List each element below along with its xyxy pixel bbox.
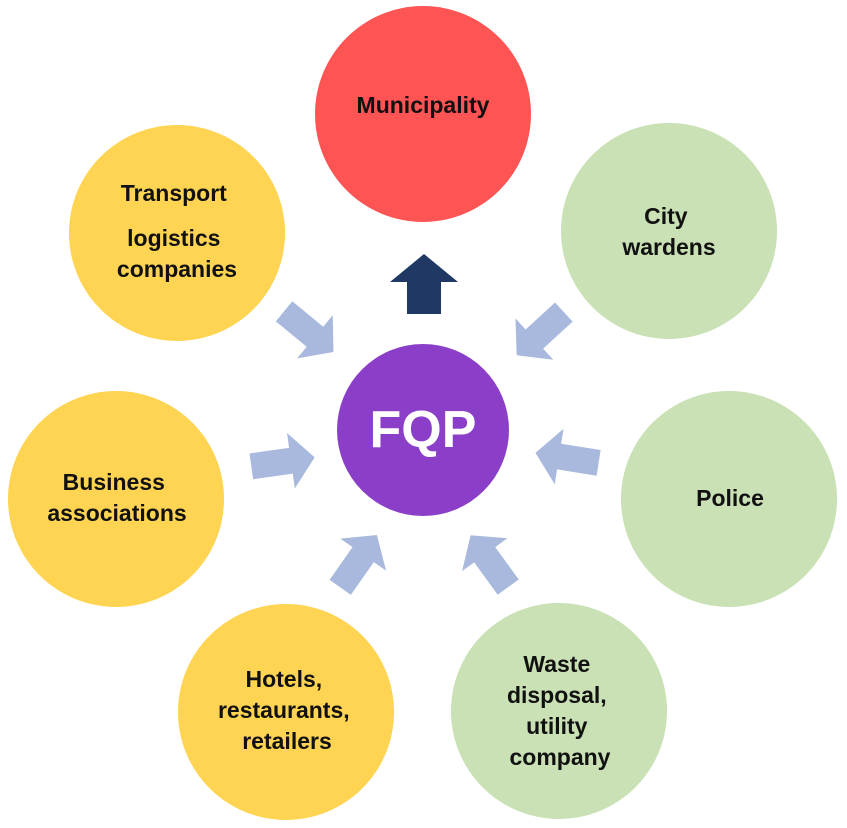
arrow-from-business	[249, 433, 315, 489]
node-business-label: Business associations	[47, 469, 186, 526]
node-city-wardens-label: City wardens	[621, 203, 715, 260]
arrow-from-city-wardens	[515, 302, 573, 360]
node-municipality: Municipality	[315, 6, 531, 222]
center-circle	[337, 344, 509, 516]
arrow-from-waste	[462, 535, 519, 595]
node-city-wardens: City wardens	[561, 123, 777, 339]
node-police-circle	[621, 391, 837, 607]
node-transport-circle	[69, 125, 285, 341]
arrow-from-hotels	[329, 534, 387, 595]
center-label: FQP	[370, 401, 477, 459]
node-hotels-circle	[178, 604, 394, 820]
node-transport-label: Transport logistics companies	[117, 180, 237, 282]
arrow-from-transport	[275, 301, 334, 359]
node-waste: Waste disposal, utility company	[451, 603, 667, 819]
node-municipality-circle	[315, 6, 531, 222]
node-center: FQP	[337, 344, 509, 516]
node-municipality-label: Municipality	[357, 92, 490, 118]
node-city-wardens-circle	[561, 123, 777, 339]
arrow-from-police	[535, 428, 601, 485]
node-hotels: Hotels, restaurants, retailers	[178, 604, 394, 820]
node-hotels-label: Hotels, restaurants, retailers	[218, 666, 356, 754]
node-business-circle	[8, 391, 224, 607]
arrow-to-municipality	[390, 254, 458, 314]
node-police-label: Police	[696, 485, 764, 511]
node-business: Business associations	[8, 391, 224, 607]
node-waste-circle	[451, 603, 667, 819]
node-waste-label: Waste disposal, utility company	[507, 651, 613, 770]
node-police: Police	[621, 391, 837, 607]
node-transport: Transport logistics companies	[69, 125, 285, 341]
